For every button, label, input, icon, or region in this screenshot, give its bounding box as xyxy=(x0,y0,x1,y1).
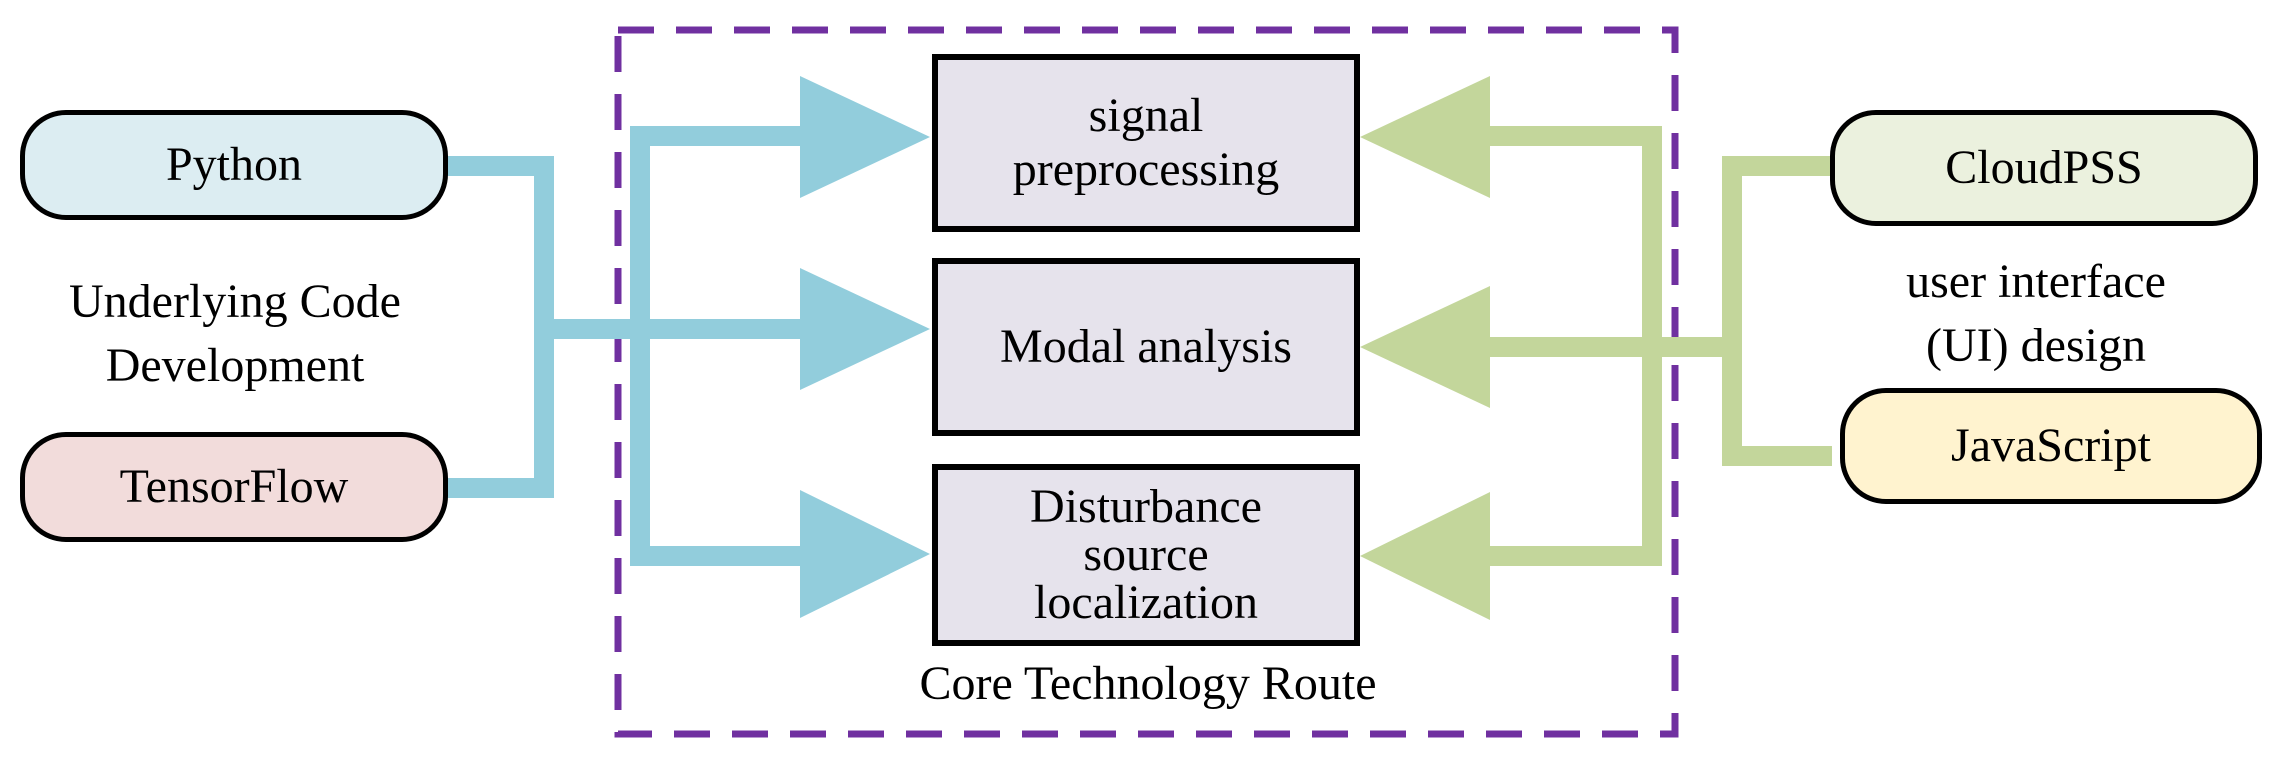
javascript-label: JavaScript xyxy=(1951,419,2151,472)
cloudpss-connector xyxy=(1722,156,1832,466)
python-label: Python xyxy=(165,138,303,191)
python-connector xyxy=(440,156,554,339)
arrow-from-modal xyxy=(1360,286,1490,408)
core-route-boundary xyxy=(614,26,1679,738)
underlying-code-label: Underlying Code Development xyxy=(0,270,470,398)
cloudpss-label: CloudPSS xyxy=(1945,141,2143,194)
tensorflow-node: TensorFlow xyxy=(20,432,448,542)
modal-analysis-label: Modal analysis xyxy=(1000,320,1292,373)
left-arrowheads xyxy=(800,76,930,618)
signal-preprocessing-line2: preprocessing xyxy=(1012,143,1280,196)
left-connectors xyxy=(440,126,830,566)
ui-design-label-line2: (UI) design xyxy=(1926,318,2146,372)
cloudpss-node: CloudPSS xyxy=(1830,110,2258,226)
signal-preprocessing-box: signal preprocessing xyxy=(932,54,1360,232)
right-connectors xyxy=(1460,126,1832,566)
ui-design-label: user interface (UI) design xyxy=(1800,250,2272,378)
disturbance-localization-line2: source xyxy=(1083,528,1209,581)
disturbance-localization-line1: Disturbance xyxy=(1030,480,1262,533)
python-node: Python xyxy=(20,110,448,220)
core-route-title: Core Technology Route xyxy=(919,657,1377,710)
arrow-to-disturbance xyxy=(800,490,930,618)
arrow-from-signal xyxy=(1360,76,1490,198)
tensorflow-label: TensorFlow xyxy=(119,460,349,513)
javascript-node: JavaScript xyxy=(1840,388,2262,504)
underlying-code-label-line1: Underlying Code xyxy=(69,275,401,328)
disturbance-localization-line3: localization xyxy=(1034,576,1258,629)
arrow-from-disturbance xyxy=(1360,492,1490,620)
tensorflow-connector xyxy=(440,319,554,498)
modal-analysis-box: Modal analysis xyxy=(932,258,1360,436)
arrow-to-modal xyxy=(800,268,930,390)
disturbance-localization-box: Disturbance source localization xyxy=(932,464,1360,646)
arrow-to-signal xyxy=(800,76,930,198)
underlying-code-label-line2: Development xyxy=(105,338,365,392)
ui-design-label-line1: user interface xyxy=(1906,255,2166,308)
signal-preprocessing-line1: signal xyxy=(1088,89,1204,142)
right-arrowheads xyxy=(1360,76,1490,620)
